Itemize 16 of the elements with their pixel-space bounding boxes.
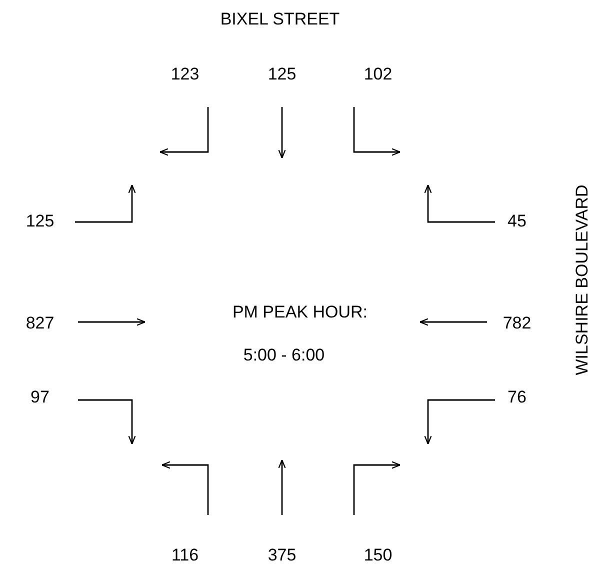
- volume-count: 827: [26, 314, 54, 334]
- volume-count: 116: [171, 546, 199, 566]
- volume-count: 97: [30, 388, 50, 408]
- volume-count: 123: [170, 66, 200, 84]
- street-name: BIXEL STREET: [220, 10, 340, 30]
- volume-count: 375: [268, 546, 296, 566]
- volume-count: 782: [502, 314, 532, 334]
- volume-count: 125: [26, 212, 54, 232]
- volume-count: 102: [364, 66, 392, 84]
- volume-count: 76: [508, 388, 526, 408]
- volume-count: 150: [364, 546, 392, 566]
- volume-count: 125: [268, 66, 296, 84]
- street-name: WILSHIRE BOULEVARD: [574, 184, 592, 376]
- time-range: 5:00 - 6:00: [243, 346, 325, 366]
- volume-count: 45: [508, 212, 526, 232]
- peak-hour-note: PM PEAK HOUR:: [232, 304, 368, 322]
